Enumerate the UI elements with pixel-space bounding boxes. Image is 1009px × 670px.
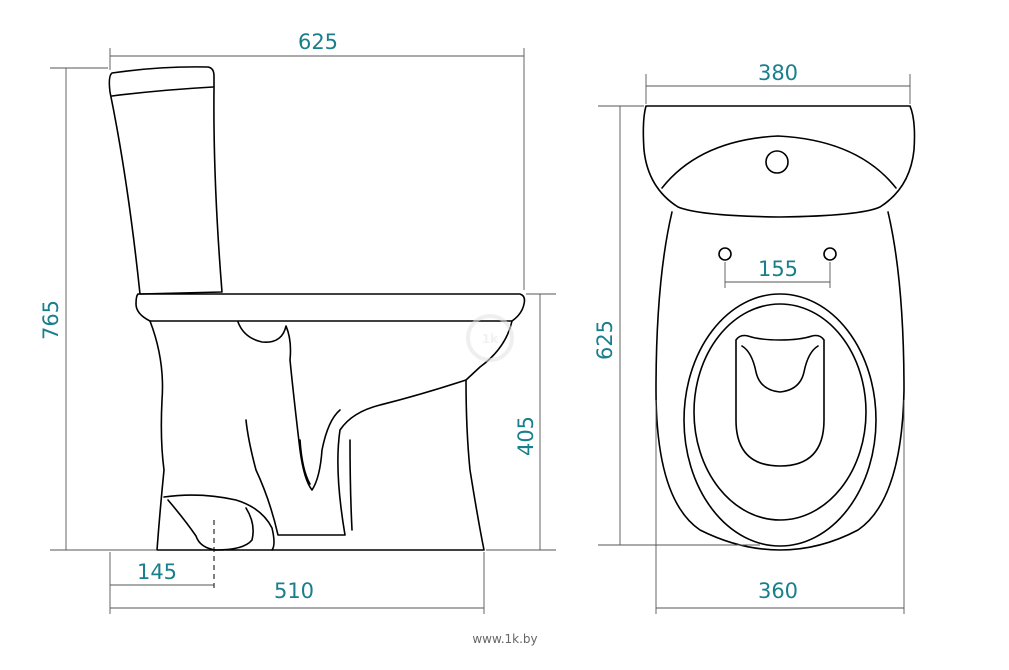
outlet-outline xyxy=(163,494,275,551)
seat-ring-outer xyxy=(683,293,877,547)
top-cistern-inner xyxy=(661,135,897,189)
dim-side-total-length: 625 xyxy=(298,30,338,54)
trap-inner xyxy=(237,321,341,491)
cistern-outline xyxy=(108,66,223,295)
seat-outline xyxy=(135,293,526,322)
dim-side-seat-height: 405 xyxy=(514,416,538,456)
dim-top-total-length: 625 xyxy=(593,320,617,360)
hinge-hole-right-icon xyxy=(823,247,837,261)
side-view: 625 765 405 145 510 xyxy=(39,30,556,614)
top-bowl-outline xyxy=(655,211,905,551)
watermark-logo: 1k xyxy=(466,314,514,362)
bowl-opening xyxy=(735,334,825,467)
top-cistern-outline xyxy=(642,105,916,218)
top-view: 380 625 155 360 xyxy=(593,61,916,614)
bowl-shelf xyxy=(741,345,819,393)
trap-curve xyxy=(245,379,467,536)
svg-text:1k: 1k xyxy=(482,332,499,346)
source-url: www.1k.by xyxy=(472,632,537,646)
dim-side-total-height: 765 xyxy=(39,300,63,340)
dim-side-outlet-offset: 145 xyxy=(137,560,177,584)
cistern-lid-line xyxy=(111,86,214,97)
seat-ring-inner xyxy=(693,303,867,521)
flush-button-icon xyxy=(765,150,789,174)
dim-top-hole-spacing: 155 xyxy=(758,257,798,281)
dim-top-base-width: 360 xyxy=(758,579,798,603)
dim-top-seat-width: 380 xyxy=(758,61,798,85)
dim-side-base-length: 510 xyxy=(274,579,314,603)
bowl-body-outline xyxy=(149,320,513,551)
hinge-hole-left-icon xyxy=(718,247,732,261)
